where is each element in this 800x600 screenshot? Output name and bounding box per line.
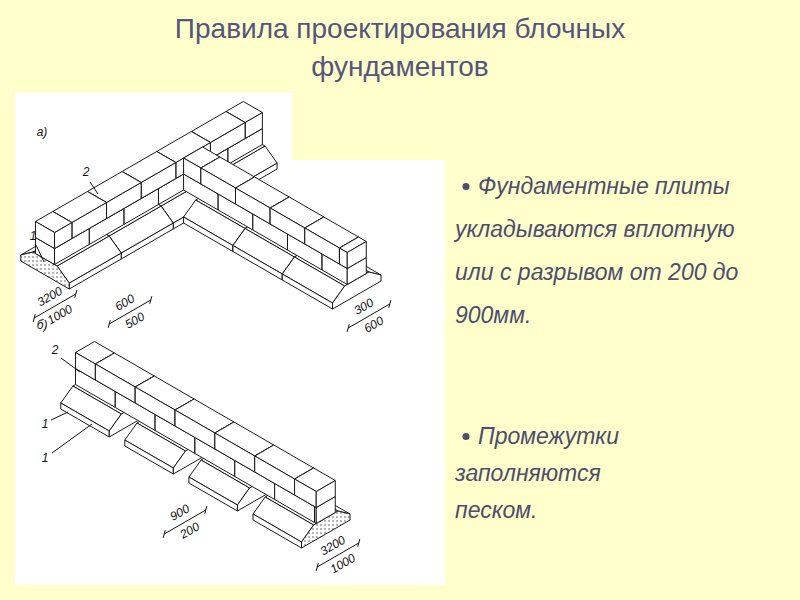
- leader-line: [52, 424, 92, 453]
- leader-line: [36, 245, 44, 262]
- face: [295, 479, 317, 508]
- figure-letter: а): [37, 126, 48, 139]
- leader-line: [51, 412, 68, 420]
- wall-block: [35, 212, 71, 249]
- face: [236, 188, 271, 224]
- callout-number: 1: [42, 452, 49, 465]
- face: [201, 168, 236, 204]
- dimension-tick: [33, 314, 35, 322]
- bullet-dot: [463, 433, 470, 440]
- dimension-value: 300: [352, 297, 376, 318]
- face: [339, 248, 347, 269]
- dimension-value: 200: [178, 520, 202, 541]
- face: [270, 208, 305, 244]
- leader-line: [90, 182, 98, 194]
- picture-ground: [15, 93, 445, 585]
- dimension-tick: [150, 296, 152, 304]
- face: [175, 410, 215, 449]
- face: [95, 364, 135, 403]
- leader-lines: [36, 182, 98, 453]
- callout-number: 2: [83, 166, 90, 179]
- face: [347, 242, 366, 269]
- face: [75, 353, 95, 381]
- face: [135, 387, 175, 426]
- callout-number: 2: [52, 344, 59, 357]
- dimension-tick: [75, 290, 77, 298]
- wall-block: [339, 237, 366, 269]
- dimension-tick: [347, 324, 349, 332]
- face: [61, 403, 109, 437]
- face: [316, 481, 335, 508]
- face: [125, 440, 173, 474]
- leader-line: [61, 358, 80, 372]
- foundation-corner: [21, 102, 381, 310]
- face: [184, 217, 233, 252]
- wall-block: [295, 468, 336, 508]
- face: [189, 477, 237, 511]
- face: [255, 456, 295, 495]
- dimension-tick: [358, 539, 360, 547]
- dimension-value: 600: [362, 314, 386, 335]
- dimension-value: 600: [113, 293, 137, 314]
- slide-title: Правила проектирования блочных фундамент…: [120, 10, 680, 86]
- dimension-value: 900: [168, 503, 192, 524]
- dimension-lines: [33, 290, 391, 571]
- callout-number: 1: [42, 418, 49, 431]
- face: [233, 246, 282, 281]
- bullet-dot: [463, 183, 470, 190]
- dimension-tick: [389, 300, 391, 308]
- face: [253, 514, 301, 548]
- bullet-text: Фундаментные плиты укладываются вплотную…: [455, 165, 775, 337]
- bullet-text: Промежутки заполняются песком.: [455, 418, 655, 529]
- dimension-tick: [205, 506, 207, 514]
- face: [215, 433, 255, 472]
- face: [35, 222, 54, 249]
- dimension-value: 1000: [328, 551, 358, 576]
- foundation-wall: [61, 342, 350, 549]
- face: [184, 158, 201, 184]
- dimension-value: 1000: [45, 302, 75, 327]
- figure-letter: б): [37, 319, 48, 332]
- face: [305, 228, 340, 264]
- callout-number: 1: [30, 230, 37, 243]
- face: [282, 274, 332, 309]
- dimension-tick: [163, 530, 165, 538]
- dimension-value: 500: [123, 310, 147, 331]
- dimension-tick: [316, 563, 318, 571]
- dimension-tick: [108, 320, 110, 328]
